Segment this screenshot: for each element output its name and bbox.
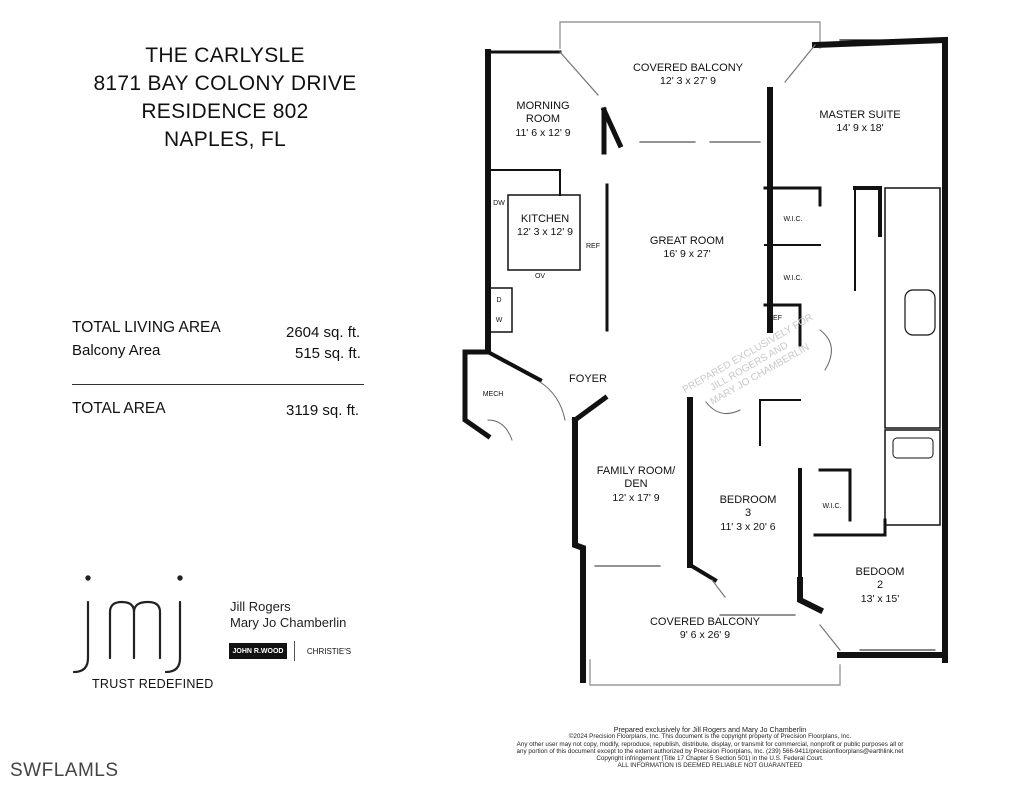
dim-covered-balcony-bottom: 9' 6 x 26' 9 xyxy=(680,629,730,641)
tagline: TRUST REDEFINED xyxy=(92,677,214,691)
label-covered-balcony-bottom: COVERED BALCONY xyxy=(650,616,761,628)
brand-divider xyxy=(294,641,295,661)
floor-plan: PREPARED EXCLUSIVELY FOR JILL ROGERS AND… xyxy=(462,21,948,686)
label-dishwasher: DW xyxy=(493,200,505,207)
residence-number: RESIDENCE 802 xyxy=(141,100,309,123)
total-area-value: 3119 sq. ft. xyxy=(286,402,360,419)
label-wic-1: W.I.C. xyxy=(783,216,802,223)
total-area-label: TOTAL AREA xyxy=(72,400,166,417)
label-foyer: FOYER xyxy=(569,373,607,385)
christies-logo: CHRISTIE'S xyxy=(306,646,352,656)
mls-watermark: SWFLAMLS xyxy=(10,760,119,781)
label-family-room-2: DEN xyxy=(624,478,647,490)
agent-name-1: Jill Rogers xyxy=(230,599,291,614)
label-master-suite: MASTER SUITE xyxy=(819,109,900,121)
label-morning-room-1: MORNING xyxy=(516,100,569,112)
label-bedroom2-2: 2 xyxy=(877,579,883,591)
living-area-value: 2604 sq. ft. xyxy=(286,324,361,341)
footer-line-4: any portion of this document except to t… xyxy=(516,747,904,755)
plan-watermark: PREPARED EXCLUSIVELY FOR JILL ROGERS AND… xyxy=(681,312,815,408)
label-family-room-1: FAMILY ROOM/ xyxy=(597,465,676,477)
dim-bedroom2: 13' x 15' xyxy=(861,593,899,605)
balcony-area-label: Balcony Area xyxy=(72,342,161,359)
label-kitchen: KITCHEN xyxy=(521,213,569,225)
agent-name-2: Mary Jo Chamberlin xyxy=(230,615,347,630)
footer-line-6: ALL INFORMATION IS DEEMED RELIABLE NOT G… xyxy=(617,762,803,770)
dim-family-room: 12' x 17' 9 xyxy=(612,492,659,504)
label-wic-2: W.I.C. xyxy=(783,275,802,282)
label-bedroom2-1: BEDOOM xyxy=(856,566,905,578)
footer-line-1: Prepared exclusively for Jill Rogers and… xyxy=(613,725,807,734)
dim-morning-room: 11' 6 x 12' 9 xyxy=(515,127,570,139)
label-oven: OV xyxy=(535,273,545,280)
label-ref-kitchen: REF xyxy=(586,243,600,250)
label-bedroom3-1: BEDROOM xyxy=(720,494,777,506)
balcony-area-value: 515 sq. ft. xyxy=(295,345,361,362)
dim-covered-balcony-top: 12' 3 x 27' 9 xyxy=(660,75,716,87)
label-washer: W xyxy=(496,317,503,324)
copyright-footer: Prepared exclusively for Jill Rogers and… xyxy=(470,726,950,770)
dim-bedroom3: 11' 3 x 20' 6 xyxy=(720,521,775,533)
john-r-wood-logo: JOHN R.WOOD xyxy=(229,643,287,659)
label-dryer: D xyxy=(496,297,501,304)
label-mech: MECH xyxy=(483,391,504,398)
label-ref-master: REF xyxy=(768,315,782,322)
dim-great-room: 16' 9 x 27' xyxy=(663,248,710,260)
label-covered-balcony-top: COVERED BALCONY xyxy=(633,62,744,74)
label-wic-3: W.I.C. xyxy=(822,503,841,510)
footer-line-3: Any other user may not copy, modify, rep… xyxy=(516,740,904,748)
jmj-monogram-logo xyxy=(72,575,183,674)
property-name: THE CARLYSLE xyxy=(145,44,305,67)
label-great-room: GREAT ROOM xyxy=(650,235,724,247)
property-city: NAPLES, FL xyxy=(163,128,287,151)
label-bedroom3-2: 3 xyxy=(745,507,751,519)
footer-line-2: ©2024 Precision Floorplans, Inc. This do… xyxy=(568,733,852,741)
dim-master-suite: 14' 9 x 18' xyxy=(836,122,883,134)
label-morning-room-2: ROOM xyxy=(526,113,560,125)
living-area-label: TOTAL LIVING AREA xyxy=(72,319,221,336)
property-address: 8171 BAY COLONY DRIVE xyxy=(93,72,357,95)
plan-walls xyxy=(462,21,948,686)
dim-kitchen: 12' 3 x 12' 9 xyxy=(517,226,573,238)
footer-line-5: Copyright infringement (Title 17 Chapter… xyxy=(596,755,824,763)
area-divider xyxy=(72,384,364,385)
